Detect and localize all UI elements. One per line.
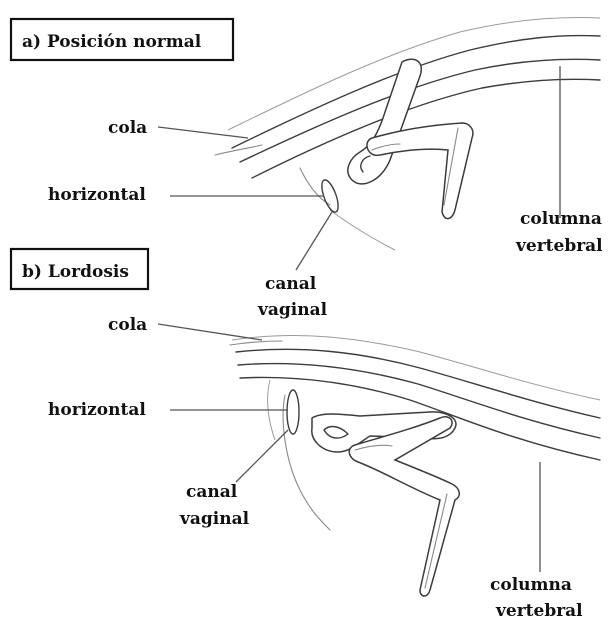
panel-a-tail-leader bbox=[158, 127, 248, 138]
panel-b-canal-label-2: vaginal bbox=[179, 509, 250, 529]
panel-b-tail-label: cola bbox=[108, 315, 147, 335]
panel-a-title: a) Posición normal bbox=[22, 32, 202, 52]
panel-b-back-fur bbox=[232, 336, 600, 400]
panel-a-spine-label-1: columna bbox=[520, 209, 602, 229]
panel-a-spine-label-2: vertebral bbox=[515, 236, 603, 256]
panel-b-spine-label-2: vertebral bbox=[495, 601, 583, 621]
panel-b-title: b) Lordosis bbox=[22, 262, 129, 282]
panel-b-horizontal-label: horizontal bbox=[48, 400, 146, 420]
panel-b-canal-leader bbox=[236, 430, 288, 482]
panel-b-canal-label-1: canal bbox=[186, 482, 238, 502]
panel-a-tail bbox=[215, 145, 262, 155]
panel-a-tail-label: cola bbox=[108, 118, 147, 138]
panel-a-canal-label-1: canal bbox=[265, 274, 317, 294]
panel-a-canal-leader bbox=[296, 212, 332, 270]
panel-a-canal-label-2: vaginal bbox=[257, 300, 328, 320]
panel-b-femur bbox=[349, 417, 459, 596]
panel-b-vaginal-canal bbox=[287, 390, 299, 434]
panel-a-belly-fur bbox=[330, 210, 395, 250]
panel-a-horizontal-label: horizontal bbox=[48, 185, 146, 205]
panel-b-spine-label-1: columna bbox=[490, 575, 572, 595]
panel-a-pelvis bbox=[348, 59, 421, 184]
panel-b-tail-leader bbox=[158, 324, 262, 340]
panel-b-tail bbox=[230, 341, 282, 345]
